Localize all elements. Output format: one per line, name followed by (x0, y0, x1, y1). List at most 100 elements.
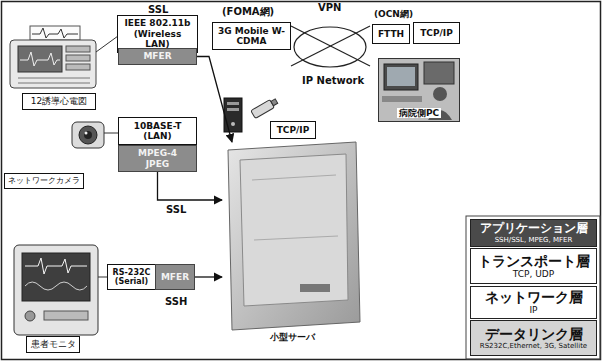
ecg-device (20, 52, 60, 66)
network-camera (84, 131, 92, 139)
layer-box: データリンク層RS232C,Ethernet, 3G, Satellite (470, 320, 597, 356)
network-label: VPN (318, 2, 341, 14)
ecg-device (18, 78, 90, 79)
small-server-illustration (228, 142, 360, 330)
vpn-network-symbol (291, 26, 370, 66)
node-title: MFER (143, 51, 171, 61)
layer-stack-frame (466, 216, 600, 359)
hospital-pc-photo (387, 67, 415, 86)
ecg-device (30, 26, 80, 40)
device-label: 患者モニタ (26, 336, 80, 353)
link-box: 3G Mobile W-CDMA (212, 22, 291, 50)
patient-monitor (25, 282, 87, 290)
node-detail: RS232C,Ethernet, 3G, Satellite (480, 342, 587, 350)
connector-arrow (197, 57, 232, 143)
protocol-box: TCP/IP (270, 121, 316, 139)
hospital-pc-photo (433, 87, 447, 101)
device-label: 12誘導心電図 (22, 93, 96, 110)
node-title: 12誘導心電図 (31, 96, 87, 106)
patient-monitor (25, 258, 87, 274)
protocol-label: SSL (166, 204, 186, 216)
hospital-pc-photo (378, 58, 460, 122)
network-camera (85, 132, 88, 135)
small-server-illustration (254, 236, 338, 240)
node-title: 3G Mobile W-CDMA (216, 26, 287, 47)
layer-box: アプリケーション層SSH/SSL, MPEG, MFER (470, 219, 597, 247)
patient-monitor (44, 311, 88, 320)
format-box: MFER (155, 264, 195, 290)
node-title: TCP/IP (277, 125, 310, 135)
ecg-device (10, 26, 118, 88)
node-title: MPEG-4 JPEG (133, 148, 183, 169)
ecg-device (96, 36, 118, 52)
small-server-illustration (252, 175, 336, 180)
vpn-network-symbol (291, 26, 370, 67)
ecg-device (10, 40, 96, 88)
node-title: 病院側PC (397, 108, 441, 118)
node-title: アプリケーション層 (480, 222, 588, 236)
pc-tower-icon (227, 108, 239, 111)
node-title: RS-232C (Serial) (111, 268, 152, 286)
protocol-label: SSL (148, 4, 168, 16)
ecg-device (18, 46, 62, 72)
hospital-pc-photo (378, 58, 460, 122)
pc-tower-icon (224, 98, 242, 132)
small-server-illustration (300, 284, 330, 292)
ecg-device (18, 83, 90, 84)
link-box: FTTH (372, 24, 410, 44)
protocol-label: SSH (165, 296, 187, 308)
node-detail: IP (529, 305, 537, 315)
hospital-pc-photo (382, 96, 422, 102)
pc-tower-icon (231, 122, 235, 126)
hospital-pc-photo (384, 64, 418, 90)
network-label: IP Network (302, 75, 364, 87)
patient-monitor (25, 311, 35, 321)
network-camera (104, 133, 118, 134)
node-title: TCP/IP (420, 28, 453, 38)
ecg-device (66, 46, 90, 52)
connector-arrow (158, 172, 223, 200)
node-title: トランスポート層 (478, 253, 590, 269)
node-title: MFER (161, 272, 189, 282)
link-box: 10BASE-T (LAN) (118, 117, 197, 145)
device-label: ネットワークカメラ (4, 173, 84, 189)
format-box: MFER (118, 48, 197, 65)
vpn-network-symbol (291, 26, 370, 66)
layer-box: ネットワーク層IP (470, 286, 597, 319)
node-title: 患者モニタ (31, 339, 76, 349)
node-title: 小型サーバ (268, 332, 317, 342)
small-server-illustration (228, 142, 360, 330)
ecg-device (66, 64, 90, 70)
usb-modem-icon (271, 99, 278, 106)
node-detail: SSH/SSL, MPEG, MFER (495, 236, 573, 244)
ecg-device (32, 28, 78, 38)
layer-box: トランスポート層TCP, UDP (470, 248, 597, 284)
node-title: FTTH (378, 29, 404, 39)
hospital-pc-photo (424, 62, 454, 84)
node-title: IEEE 802.11b (Wireless LAN) (121, 18, 194, 49)
server: 小型サーバ (222, 142, 362, 345)
link-box: RS-232C (Serial) (107, 264, 156, 290)
protocol-box: TCP/IP (413, 22, 460, 44)
network-camera (79, 126, 97, 144)
usb-modem-icon (251, 100, 275, 119)
connector-arrow (195, 276, 222, 277)
node-title: 10BASE-T (LAN) (128, 121, 188, 142)
patient-monitor (14, 245, 98, 335)
pc-tower-icon (227, 102, 239, 105)
network-label: (FOMA網) (222, 6, 274, 18)
patient-monitor (14, 245, 108, 335)
small-server-illustration (240, 154, 348, 306)
format-box: MPEG-4 JPEG (118, 145, 197, 172)
ecg-device (66, 55, 90, 61)
network-camera (72, 122, 118, 148)
patient-monitor (22, 253, 90, 301)
node-detail: TCP, UDP (513, 269, 554, 279)
network-camera (72, 122, 104, 148)
pc-tower-icon (224, 98, 242, 132)
network-label: (OCN網) (374, 9, 413, 19)
